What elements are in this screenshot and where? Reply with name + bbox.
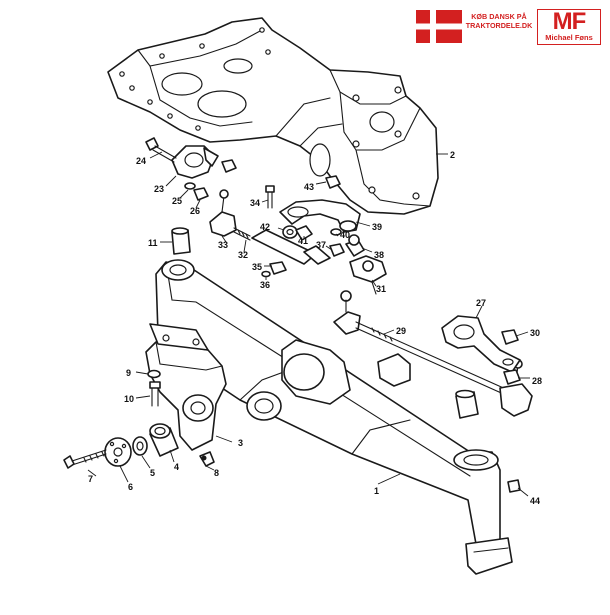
bush-4 xyxy=(149,423,179,457)
adjuster-32 xyxy=(233,227,251,241)
washer-36 xyxy=(261,270,271,278)
nut-37 xyxy=(329,243,345,257)
label-part-37: 37 xyxy=(316,240,326,250)
nut-26 xyxy=(193,187,209,201)
label-part-38: 38 xyxy=(374,250,384,260)
axle-bracket xyxy=(145,323,227,451)
track-rod-29 xyxy=(333,290,533,417)
thrust-disc-6 xyxy=(104,437,132,467)
part-number-labels: 1 2 3 4 5 6 7 8 9 10 11 23 24 25 26 27 2… xyxy=(88,150,542,506)
label-part-26: 26 xyxy=(190,206,200,216)
label-part-4: 4 xyxy=(174,462,179,472)
bolt-34 xyxy=(265,185,275,209)
ball-joint-33 xyxy=(209,189,237,237)
label-part-2: 2 xyxy=(450,150,455,160)
bush-right xyxy=(455,389,479,419)
brand-logo: MF Michael Føns xyxy=(537,9,601,45)
logo-name: Michael Føns xyxy=(545,33,593,42)
shop-line-1: KØB DANSK PÅ xyxy=(471,12,527,21)
shop-line-2: TRAKTORDELE.DK xyxy=(465,21,533,30)
washer-5 xyxy=(132,436,148,456)
label-part-27: 27 xyxy=(476,298,486,308)
label-part-36: 36 xyxy=(260,280,270,290)
label-part-29: 29 xyxy=(396,326,406,336)
label-part-30: 30 xyxy=(530,328,540,338)
drag-link-tube xyxy=(251,229,331,265)
label-part-31: 31 xyxy=(376,284,386,294)
label-part-32: 32 xyxy=(238,250,248,260)
label-part-25: 25 xyxy=(172,196,182,206)
label-part-23: 23 xyxy=(154,184,164,194)
label-part-28: 28 xyxy=(532,376,542,386)
label-part-34: 34 xyxy=(250,198,260,208)
leader-lines xyxy=(87,151,530,497)
label-part-42: 42 xyxy=(260,222,270,232)
label-part-40: 40 xyxy=(340,230,350,240)
washer-40 xyxy=(330,228,342,236)
nut-28 xyxy=(503,369,521,385)
clamp-41 xyxy=(295,225,313,241)
label-part-24: 24 xyxy=(136,156,146,166)
logo-letters: MF xyxy=(552,8,587,35)
danish-flag-icon xyxy=(416,10,462,43)
label-part-7: 7 xyxy=(88,474,93,484)
washer-25 xyxy=(184,182,196,190)
label-part-10: 10 xyxy=(124,394,134,404)
nut-top xyxy=(221,159,237,173)
label-part-41: 41 xyxy=(298,236,308,246)
label-part-33: 33 xyxy=(218,240,228,250)
ball-joint-38 xyxy=(345,234,365,257)
label-part-6: 6 xyxy=(128,482,133,492)
nut-35 xyxy=(269,261,287,275)
grease-nipple-44 xyxy=(507,479,521,493)
grease-nipple-8 xyxy=(199,451,215,467)
nut-43 xyxy=(325,175,341,189)
label-part-3: 3 xyxy=(238,438,243,448)
clamp-42 xyxy=(282,225,298,239)
washer-9 xyxy=(147,369,161,379)
steering-arm-39 xyxy=(279,199,361,233)
label-part-43: 43 xyxy=(304,182,314,192)
label-part-9: 9 xyxy=(126,368,131,378)
bush-11 xyxy=(171,227,191,255)
bolt-24 xyxy=(145,137,177,163)
label-part-11: 11 xyxy=(148,238,158,248)
label-part-5: 5 xyxy=(150,468,155,478)
steering-arm-27 xyxy=(441,315,521,373)
label-part-44: 44 xyxy=(530,496,540,506)
nut-30 xyxy=(501,329,519,345)
label-part-1: 1 xyxy=(374,486,379,496)
ball-joint-31 xyxy=(349,255,387,295)
label-part-8: 8 xyxy=(214,468,219,478)
bolt-10 xyxy=(149,381,161,407)
transmission-housing xyxy=(107,17,439,215)
shop-link[interactable]: KØB DANSK PÅ TRAKTORDELE.DK xyxy=(464,12,534,30)
label-part-39: 39 xyxy=(372,222,382,232)
label-part-35: 35 xyxy=(252,262,262,272)
bolt-7 xyxy=(63,449,107,469)
clamp-23 xyxy=(171,145,219,179)
front-axle-beam xyxy=(155,259,513,575)
